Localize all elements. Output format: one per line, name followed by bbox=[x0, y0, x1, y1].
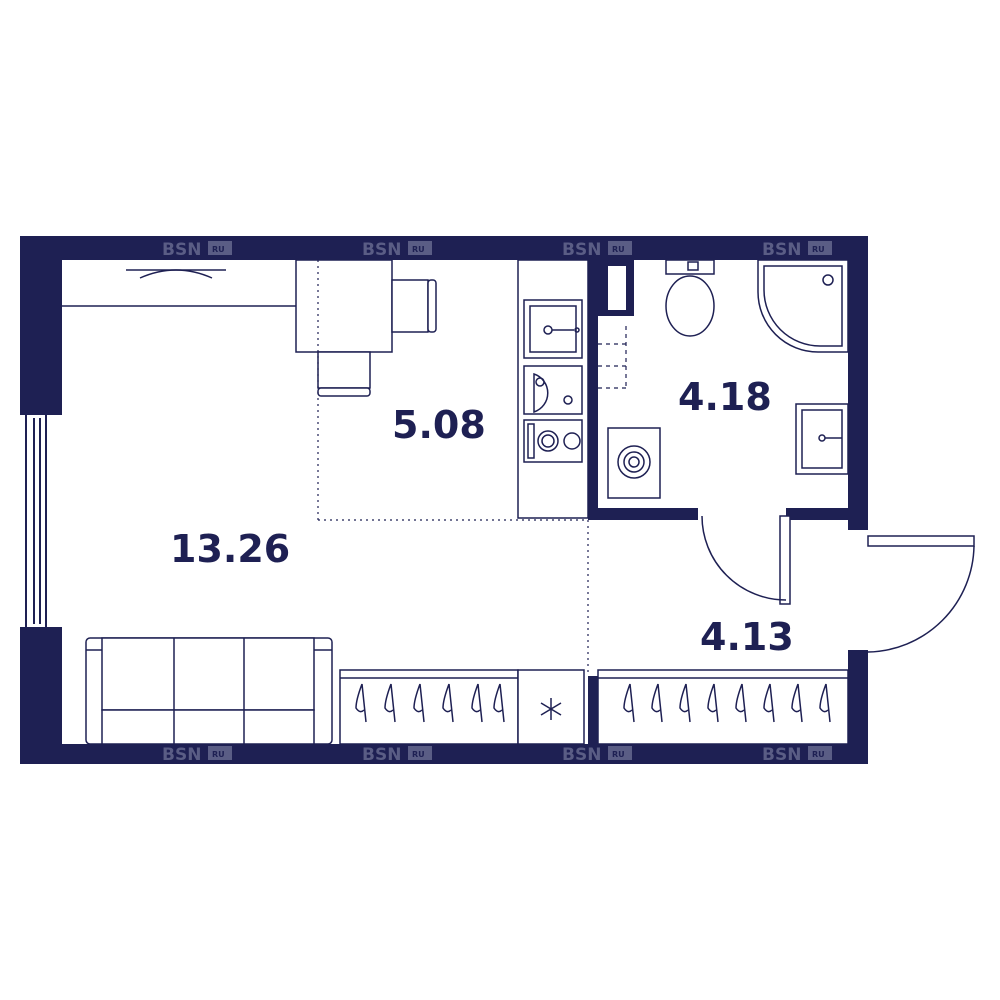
wardrobe-icon bbox=[597, 669, 849, 745]
watermark: BSN RU bbox=[762, 240, 832, 260]
living-room-area-label: 13.26 bbox=[170, 527, 290, 571]
window-icon bbox=[20, 413, 62, 629]
svg-text:BSN: BSN bbox=[762, 745, 801, 765]
bath-pipes bbox=[598, 326, 627, 389]
svg-text:RU: RU bbox=[412, 245, 425, 254]
svg-text:RU: RU bbox=[812, 245, 825, 254]
svg-text:BSN: BSN bbox=[362, 745, 401, 765]
svg-text:RU: RU bbox=[212, 245, 225, 254]
watermark: BSN RU bbox=[162, 745, 232, 765]
watermark: BSN RU bbox=[762, 745, 832, 765]
shower-icon bbox=[757, 259, 849, 353]
svg-text:RU: RU bbox=[612, 750, 625, 759]
svg-text:RU: RU bbox=[812, 750, 825, 759]
svg-text:BSN: BSN bbox=[562, 240, 601, 260]
left-wall-upper bbox=[20, 236, 62, 414]
bath-bottom-wall-right bbox=[786, 508, 850, 520]
bottom-wall bbox=[20, 744, 868, 764]
watermark: BSN RU bbox=[362, 745, 432, 765]
sink-icon bbox=[795, 403, 849, 475]
svg-text:RU: RU bbox=[412, 750, 425, 759]
hall-partition bbox=[588, 676, 598, 744]
watermark: BSN RU bbox=[362, 240, 432, 260]
sofa-icon bbox=[85, 637, 333, 745]
left-wall-lower bbox=[20, 628, 62, 764]
top-wall bbox=[20, 236, 868, 260]
svg-text:BSN: BSN bbox=[362, 240, 401, 260]
kitchen-counter bbox=[517, 259, 589, 519]
kitchen-zone bbox=[317, 260, 589, 676]
right-wall-lower bbox=[848, 650, 868, 764]
fridge-icon bbox=[540, 698, 562, 720]
watermark: BSN RU bbox=[562, 240, 632, 260]
sink-icon bbox=[523, 299, 583, 359]
right-wall-upper bbox=[848, 236, 868, 530]
toilet-icon bbox=[665, 259, 715, 337]
hanger-icon bbox=[623, 683, 831, 723]
door-icon bbox=[867, 535, 975, 653]
svg-text:BSN: BSN bbox=[762, 240, 801, 260]
bath-bottom-wall-left bbox=[588, 508, 698, 520]
watermarks: BSN RU BSN RU BSN RU BSN RU BSN RU BSN R… bbox=[162, 240, 832, 765]
svg-text:RU: RU bbox=[612, 245, 625, 254]
bath-left-wall bbox=[588, 260, 598, 520]
svg-text:BSN: BSN bbox=[562, 745, 601, 765]
svg-text:BSN: BSN bbox=[162, 240, 201, 260]
svg-text:BSN: BSN bbox=[162, 745, 201, 765]
washing-machine-icon bbox=[607, 427, 661, 499]
watermark: BSN RU bbox=[162, 240, 232, 260]
hanger-icon bbox=[355, 683, 505, 723]
kitchen-area-label: 5.08 bbox=[392, 403, 486, 447]
bathroom-area-label: 4.18 bbox=[678, 375, 772, 419]
stove-icon bbox=[523, 419, 583, 463]
dishwasher-icon bbox=[523, 365, 583, 415]
door-icon bbox=[701, 515, 791, 605]
table-icon bbox=[295, 259, 393, 353]
watermark: BSN RU bbox=[562, 745, 632, 765]
hallway-area-label: 4.13 bbox=[700, 615, 794, 659]
chair-icon bbox=[317, 279, 437, 397]
svg-text:RU: RU bbox=[212, 750, 225, 759]
bed-icon bbox=[62, 269, 296, 307]
